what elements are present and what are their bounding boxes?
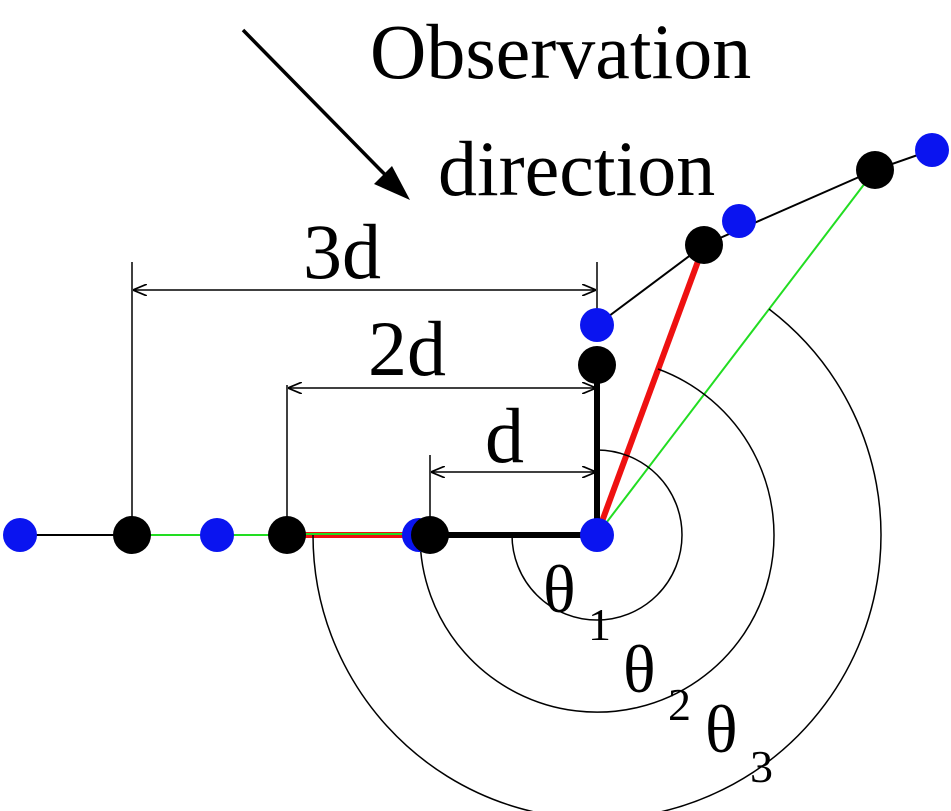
node-blue-left-mid: [200, 518, 234, 552]
dim-label-3d: 3d: [303, 208, 381, 295]
angle-sub-theta3: 3: [750, 741, 773, 792]
arm-red: [594, 243, 707, 537]
title-line2: direction: [438, 125, 715, 212]
upper-chain-1: [596, 244, 705, 326]
angle-sub-theta1: 1: [588, 599, 611, 650]
title-line1: Observation: [370, 8, 751, 95]
node-black-3d: [113, 516, 151, 554]
node-blue-pivot: [580, 518, 614, 552]
node-black-red-end: [685, 226, 723, 264]
node-black-vertical-top: [578, 346, 616, 384]
dim-label-1d: d: [485, 392, 524, 479]
angle-label-theta3: θ: [705, 691, 738, 767]
node-black-1d: [411, 516, 449, 554]
node-blue-upper-vertical: [580, 308, 614, 342]
node-blue-upper-mid: [722, 204, 756, 238]
angle-sub-theta2: 2: [668, 679, 691, 730]
observation-arrowhead: [374, 166, 410, 200]
node-blue-far-left: [3, 518, 37, 552]
node-black-green-end: [856, 151, 894, 189]
angle-arc-theta3: [312, 308, 882, 811]
node-blue-upper-right: [915, 133, 949, 167]
arm-green: [596, 169, 876, 536]
angle-arc-theta1: [511, 449, 683, 621]
dim-label-2d: 2d: [368, 305, 446, 392]
node-black-2d: [268, 516, 306, 554]
angle-label-theta1: θ: [543, 551, 576, 627]
observation-arrow: [241, 28, 407, 197]
angle-arc-theta2: [419, 368, 775, 713]
angle-label-theta2: θ: [623, 631, 656, 707]
